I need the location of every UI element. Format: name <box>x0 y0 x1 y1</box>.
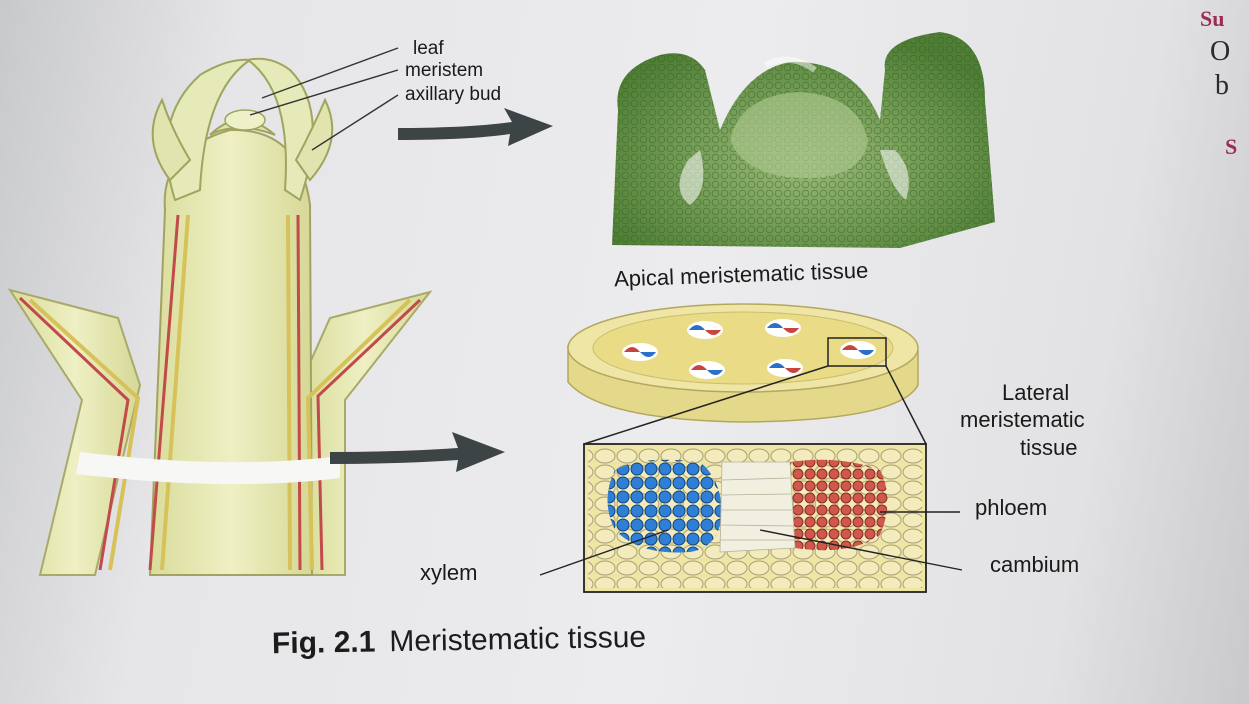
vascular-bundle-magnified <box>540 444 962 592</box>
vascular-bundle-6 <box>840 341 876 359</box>
phloem-region <box>786 460 888 550</box>
edge-text-2: O <box>1210 36 1230 68</box>
caption-number: Fig. 2.1 <box>272 625 376 660</box>
apical-meristem-image <box>612 32 995 248</box>
vascular-bundle-3 <box>622 343 658 361</box>
label-phloem: phloem <box>975 495 1047 521</box>
arrow-to-apical <box>398 108 553 146</box>
label-axillary-bud: axillary bud <box>405 84 501 106</box>
vascular-bundle-5 <box>767 359 803 377</box>
label-cambium: cambium <box>990 552 1079 578</box>
arrow-to-lateral <box>330 432 505 472</box>
label-lateral-2: meristematic <box>960 407 1085 433</box>
edge-text-1: Su <box>1200 6 1224 32</box>
caption-text: Meristematic tissue <box>389 621 646 658</box>
vascular-bundle-4 <box>689 361 725 379</box>
label-lateral-3: tissue <box>1020 435 1077 461</box>
edge-text-3: b <box>1215 70 1229 102</box>
figure-caption: Fig. 2.1 Meristematic tissue <box>272 621 647 662</box>
cambium-region <box>720 462 795 552</box>
vascular-bundle-2 <box>765 319 801 337</box>
label-xylem: xylem <box>420 560 477 586</box>
vascular-bundle-1 <box>687 321 723 339</box>
edge-text-4: S <box>1225 134 1237 160</box>
label-leaf: leaf <box>413 38 444 60</box>
label-lateral-1: Lateral <box>1002 380 1069 406</box>
stem-cross-section-disc <box>568 304 926 444</box>
stem-longitudinal-section <box>10 48 430 575</box>
label-meristem: meristem <box>405 60 483 82</box>
